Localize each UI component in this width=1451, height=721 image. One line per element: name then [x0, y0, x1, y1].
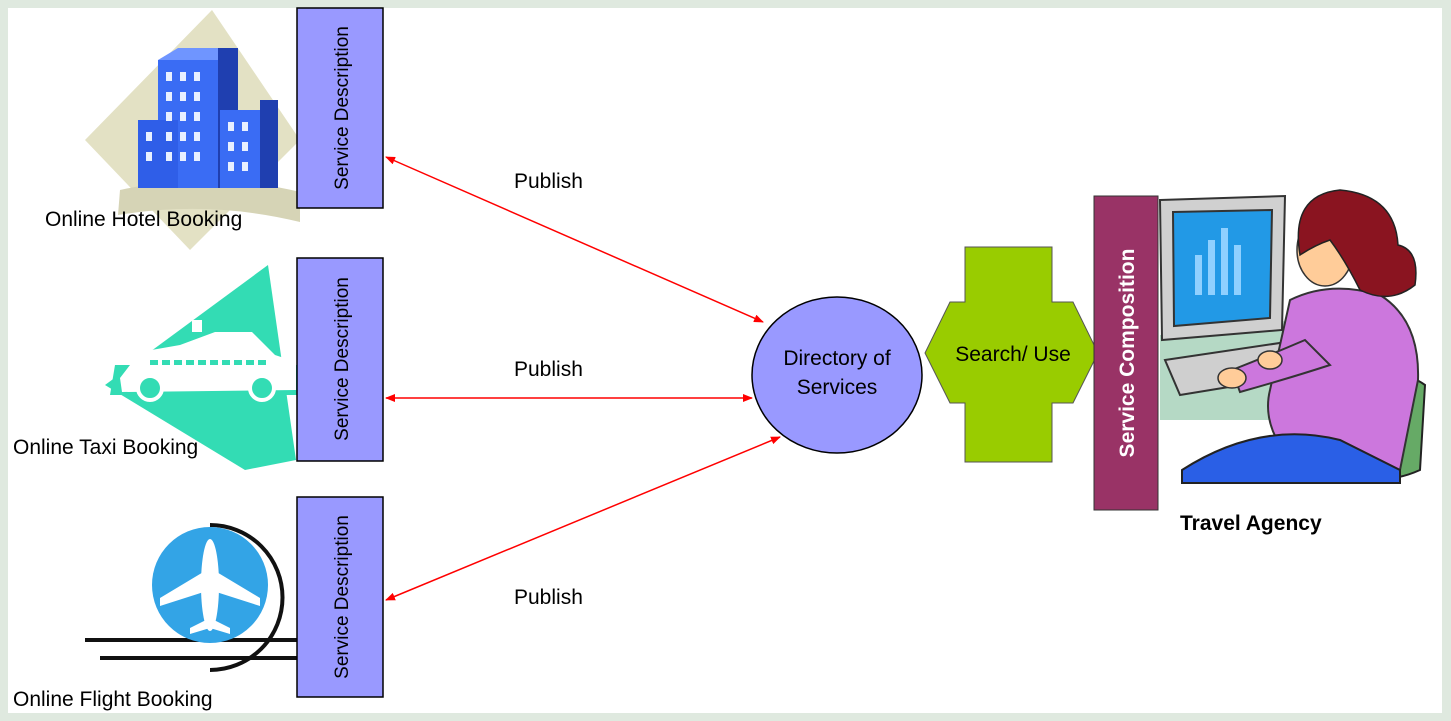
publish-label-hotel: Publish [514, 170, 583, 193]
publish-label-taxi: Publish [514, 358, 583, 381]
service-box-taxi: Service Description [296, 257, 384, 462]
service-description-label: Service Description [332, 277, 353, 441]
service-box-hotel: Service Description [296, 7, 384, 209]
directory-of-services-node: Directory of Services [751, 296, 923, 454]
person-at-computer-icon [1158, 189, 1427, 484]
service-composition-bar: Service Composition [1093, 195, 1159, 511]
travel-agency-label: Travel Agency [1180, 512, 1322, 535]
search-use-label: Search/ Use [955, 343, 1071, 366]
service-composition-label: Service Composition [1116, 249, 1139, 458]
service-description-label: Service Description [332, 26, 353, 190]
airplane-icon [85, 523, 298, 672]
hotel-building-icon [85, 10, 300, 250]
publish-arrow-flight [385, 436, 781, 601]
taxi-icon [105, 265, 300, 470]
provider-label-flight: Online Flight Booking [13, 688, 213, 711]
service-description-label: Service Description [332, 515, 353, 679]
search-use-arrow: Search/ Use [924, 246, 1099, 463]
provider-label-taxi: Online Taxi Booking [13, 436, 198, 459]
publish-label-flight: Publish [514, 586, 583, 609]
publish-arrow-hotel [385, 156, 764, 323]
service-box-flight: Service Description [296, 496, 384, 698]
provider-label-hotel: Online Hotel Booking [45, 208, 242, 231]
directory-label-line2: Services [797, 376, 878, 399]
directory-label-line1: Directory of [783, 347, 891, 370]
